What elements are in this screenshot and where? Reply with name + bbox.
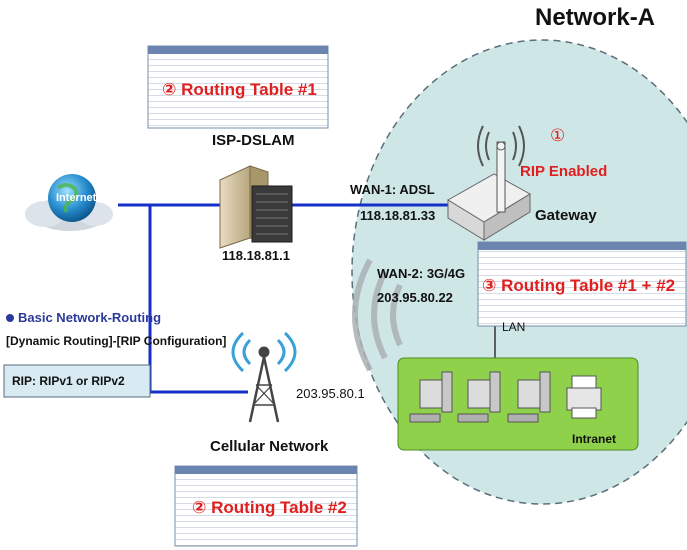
cell-tower-icon <box>231 331 297 423</box>
config-heading: Basic Network-Routing <box>18 310 162 325</box>
routing-table-3-step: ③ <box>482 276 497 295</box>
lan-label: LAN <box>502 320 526 334</box>
intranet-box <box>397 357 639 451</box>
isp-ip: 118.18.81.1 <box>222 248 290 263</box>
wireless-signal-icon <box>352 258 403 372</box>
routing-table-3-image <box>477 241 687 327</box>
internet-label: Internet <box>56 192 97 204</box>
wan1-label: WAN-1: ADSL <box>350 182 435 197</box>
routing-table-2-title: Routing Table #2 <box>211 498 347 517</box>
routing-table-2-image <box>174 465 358 547</box>
network-title: Network-A <box>535 4 656 31</box>
rip-config-box <box>3 364 151 398</box>
printer-icon <box>566 375 602 419</box>
routing-table-2-step: ② <box>192 498 207 517</box>
gateway-label: Gateway <box>535 207 597 224</box>
rip-version-text: RIP: RIPv1 or RIPv2 <box>12 374 125 388</box>
routing-table-1-label: ② Routing Table #1 <box>162 80 317 100</box>
cellular-name: Cellular Network <box>210 438 329 455</box>
routing-table-2-label: ② Routing Table #2 <box>192 498 347 518</box>
gateway-router-icon <box>447 125 531 358</box>
pc-icon <box>507 371 551 423</box>
pc-icon <box>457 371 501 423</box>
pc-icon <box>409 371 453 423</box>
routing-table-3-label: ③ Routing Table #1 + #2 <box>482 276 675 296</box>
rip-enabled-label: RIP Enabled <box>520 163 608 180</box>
wan1-ip: 118.18.81.33 <box>360 208 436 223</box>
intranet-label: Intranet <box>572 432 617 446</box>
wan2-ip: 203.95.80.22 <box>377 290 453 305</box>
cellular-ip: 203.95.80.1 <box>296 386 365 401</box>
isp-name: ISP-DSLAM <box>212 132 295 149</box>
internet-icon <box>25 174 113 231</box>
routing-table-1-step: ② <box>162 80 177 99</box>
rip-step-marker: ① <box>550 126 566 145</box>
routing-table-3-title: Routing Table #1 + #2 <box>501 276 676 295</box>
config-path: [Dynamic Routing]-[RIP Configuration] <box>6 334 227 348</box>
routing-table-1-image <box>147 45 329 129</box>
dslam-icon <box>219 165 293 249</box>
bullet-icon <box>6 314 14 322</box>
routing-table-1-title: Routing Table #1 <box>181 80 317 99</box>
wan2-label: WAN-2: 3G/4G <box>377 266 466 281</box>
